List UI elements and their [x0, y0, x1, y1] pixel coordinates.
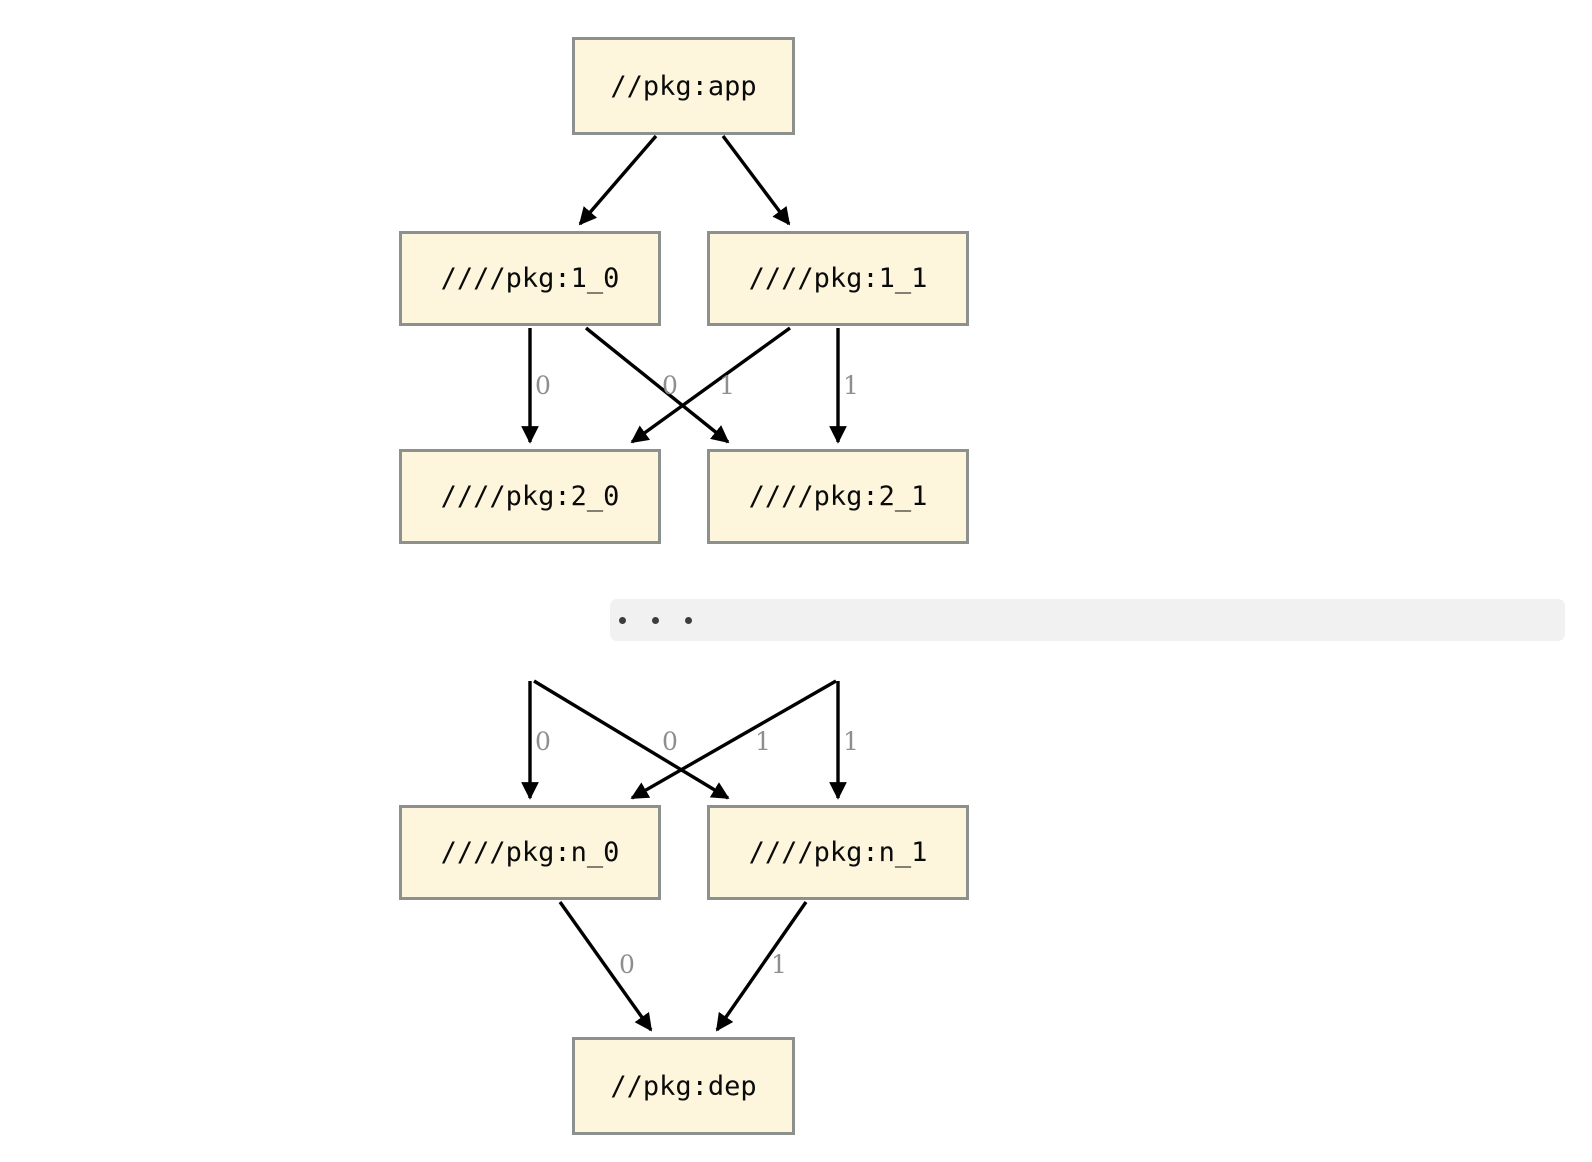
ellipsis-dot	[652, 616, 659, 624]
node-label: ////pkg:n_0	[440, 837, 620, 868]
edge-l1_0-to-l2_1	[584, 326, 730, 444]
edge-app-to-l1_0	[578, 134, 658, 226]
edge-label-ln_prev_0-to-ln_0: 0	[535, 727, 551, 756]
edge-label-l1_0-to-l2_1: 0	[662, 371, 678, 400]
node-l2_1[interactable]: ////pkg:2_1	[707, 449, 969, 544]
node-app[interactable]: //pkg:app	[572, 37, 795, 135]
edge-label-l1_1-to-l2_1: 1	[843, 371, 859, 400]
edge-app-to-l1_1	[721, 134, 791, 226]
node-label: ////pkg:n_1	[748, 837, 928, 868]
node-dep[interactable]: //pkg:dep	[572, 1037, 795, 1135]
edge-label-ln_prev_1-to-ln_1: 1	[843, 727, 859, 756]
node-label: //pkg:app	[610, 70, 757, 102]
edge-label-ln_prev_1-to-ln_0: 1	[755, 727, 771, 756]
ellipsis-dot	[619, 616, 626, 624]
edge-label-ln_1-to-dep: 1	[771, 950, 787, 979]
edge-l1_1-to-l2_0	[630, 326, 791, 444]
edge-label-l1_1-to-l2_0: 1	[719, 371, 735, 400]
ellipsis-separator	[610, 599, 1565, 641]
node-label: ////pkg:2_0	[440, 481, 620, 512]
edge-ln_0-to-dep	[558, 901, 653, 1032]
node-label: ////pkg:2_1	[748, 481, 928, 512]
edge-ln_1-to-dep	[715, 901, 808, 1032]
edge-label-ln_0-to-dep: 0	[619, 950, 635, 979]
node-label: //pkg:dep	[610, 1070, 757, 1102]
node-ln_0[interactable]: ////pkg:n_0	[399, 805, 661, 900]
node-l1_1[interactable]: ////pkg:1_1	[707, 231, 969, 326]
ellipsis-dot	[685, 616, 692, 624]
node-label: ////pkg:1_0	[440, 263, 620, 294]
edge-label-l1_0-to-l2_0: 0	[535, 371, 551, 400]
node-ln_1[interactable]: ////pkg:n_1	[707, 805, 969, 900]
edge-ln_prev_0-to-ln_1	[533, 679, 730, 800]
node-label: ////pkg:1_1	[748, 263, 928, 294]
ellipsis-dots	[619, 616, 718, 624]
node-l2_0[interactable]: ////pkg:2_0	[399, 449, 661, 544]
edge-label-ln_prev_0-to-ln_1: 0	[662, 727, 678, 756]
node-l1_0[interactable]: ////pkg:1_0	[399, 231, 661, 326]
